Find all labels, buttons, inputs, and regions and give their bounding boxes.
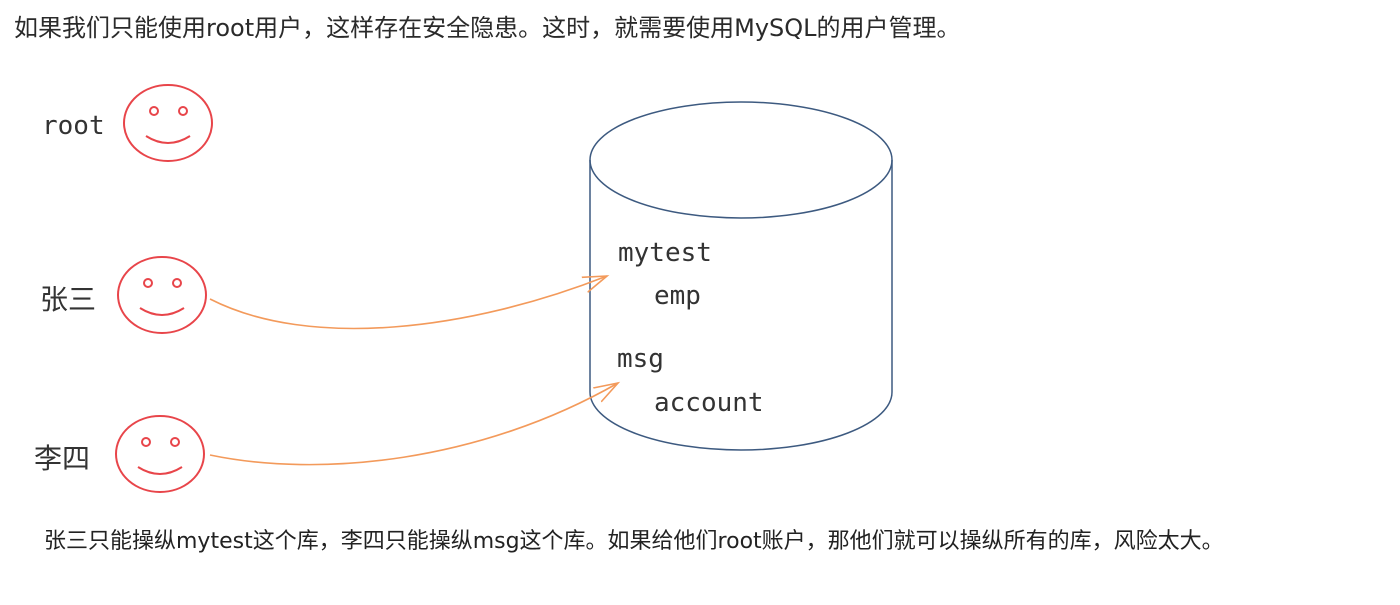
- caption-text: 张三只能操纵mytest这个库，李四只能操纵msg这个库。如果给他们root账户…: [44, 529, 1224, 554]
- intro-text: 如果我们只能使用root用户，这样存在安全隐患。这时，就需要使用MySQL的用户…: [14, 14, 961, 42]
- arrow-lisi-to-msg: [209, 383, 618, 466]
- smiley-face-icon: [115, 415, 205, 493]
- schema-mytest: mytest: [618, 238, 712, 268]
- smiley-face-icon: [123, 84, 213, 162]
- table-emp: emp: [654, 281, 701, 311]
- user-label-lisi: 李四: [34, 442, 90, 475]
- user-label-root: root: [42, 111, 105, 141]
- arrow-zhangsan-to-mytest: [209, 276, 607, 330]
- smiley-face-icon: [117, 256, 207, 334]
- schema-msg: msg: [617, 344, 664, 374]
- user-label-zhangsan: 张三: [40, 283, 96, 316]
- database-cylinder-icon: [589, 101, 893, 451]
- table-account: account: [654, 388, 764, 418]
